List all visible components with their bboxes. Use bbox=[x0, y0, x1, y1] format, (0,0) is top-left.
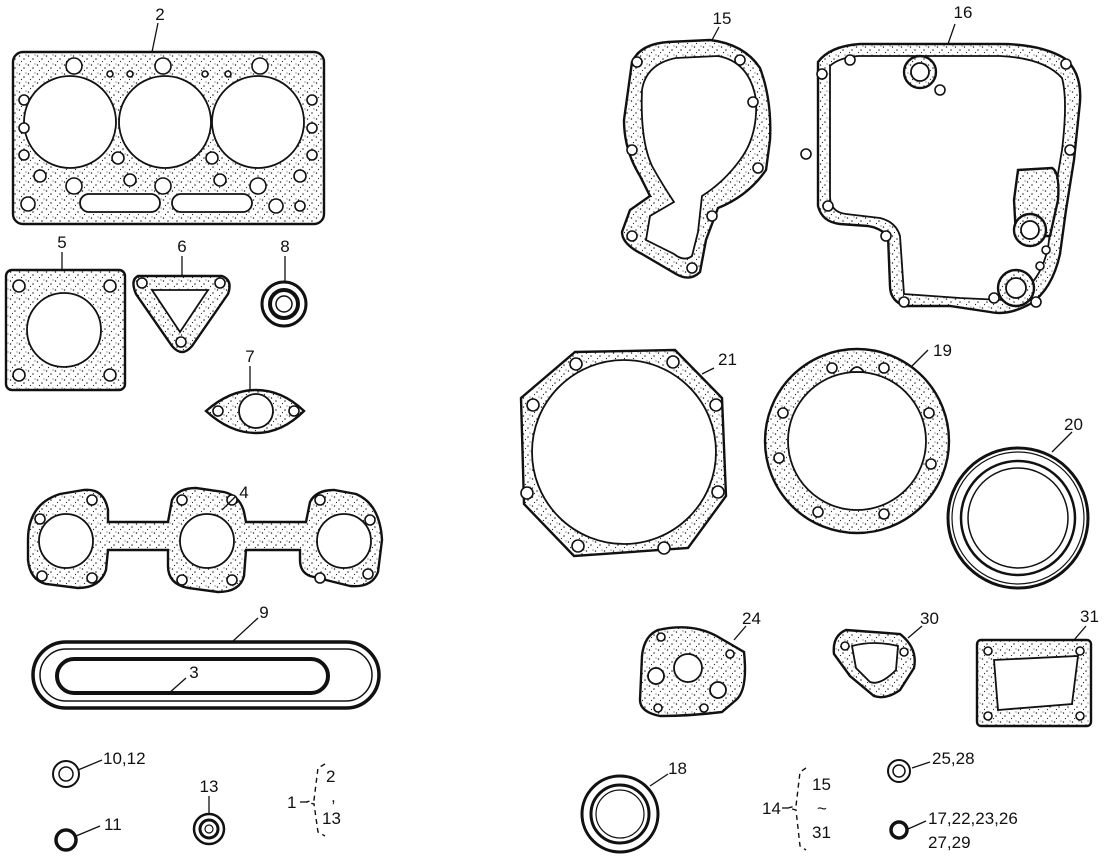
leader-lines bbox=[61, 22, 1087, 837]
label-7: 7 bbox=[245, 347, 254, 366]
label-30: 30 bbox=[920, 609, 939, 628]
set-1-bracket bbox=[300, 763, 326, 837]
label-24: 24 bbox=[742, 609, 761, 628]
set-1-range-start: 2 bbox=[326, 767, 335, 786]
oval-flange-gasket bbox=[204, 388, 306, 435]
set-1-range-end: 13 bbox=[322, 809, 341, 828]
set-1-range-sep: , bbox=[331, 787, 336, 806]
label-21: 21 bbox=[718, 350, 737, 369]
label-18: 18 bbox=[668, 759, 687, 778]
label-19: 19 bbox=[933, 341, 952, 360]
label-15: 15 bbox=[713, 9, 732, 28]
cylinder-head-gasket bbox=[11, 50, 326, 226]
label-13: 13 bbox=[200, 777, 219, 796]
triangular-gasket bbox=[132, 274, 231, 354]
rear-oil-seal bbox=[580, 774, 660, 854]
tappet-cover-gasket-outer bbox=[31, 640, 381, 710]
square-flange-gasket bbox=[4, 268, 127, 392]
gear-case-gasket bbox=[800, 42, 1082, 315]
set-14-range-end: 31 bbox=[812, 823, 831, 842]
label-5: 5 bbox=[57, 233, 66, 252]
oil-seal bbox=[260, 280, 308, 328]
label-4: 4 bbox=[239, 483, 248, 502]
label-20: 20 bbox=[1064, 415, 1083, 434]
water-pump-gasket bbox=[620, 38, 772, 279]
set-1-number: 1 bbox=[287, 793, 296, 812]
o-ring bbox=[889, 820, 909, 840]
label-2: 2 bbox=[155, 5, 164, 24]
label-8: 8 bbox=[280, 237, 289, 256]
set-14-range-start: 15 bbox=[812, 775, 831, 794]
small-o-ring bbox=[54, 828, 78, 852]
valve-stem-seal bbox=[192, 812, 226, 846]
oil-seal-case-gasket bbox=[763, 347, 951, 535]
label-27-29: 27,29 bbox=[928, 833, 971, 852]
set-14-bracket bbox=[782, 767, 807, 851]
label-25-28: 25,28 bbox=[932, 749, 975, 768]
label-10-12: 10,12 bbox=[103, 749, 146, 768]
fuel-pump-gasket bbox=[638, 626, 747, 718]
part-labels: 2 5 6 8 7 4 9 3 10,12 11 13 1 2 , 13 15 … bbox=[57, 3, 1099, 852]
sealing-washer bbox=[887, 759, 911, 783]
tappet-cover-gasket-inner bbox=[55, 657, 330, 695]
label-6: 6 bbox=[177, 237, 186, 256]
copper-washer bbox=[52, 760, 80, 788]
label-9: 9 bbox=[259, 603, 268, 622]
flywheel-housing-gasket bbox=[519, 348, 728, 558]
label-17-22-23-26: 17,22,23,26 bbox=[928, 809, 1018, 828]
label-3: 3 bbox=[189, 663, 198, 682]
set-14-range-sep: ~ bbox=[817, 799, 827, 818]
label-11: 11 bbox=[104, 815, 122, 834]
rectangular-cover-gasket bbox=[975, 638, 1093, 728]
set-14-number: 14 bbox=[762, 799, 781, 818]
label-16: 16 bbox=[954, 3, 973, 22]
shield-gasket bbox=[832, 628, 916, 699]
label-31: 31 bbox=[1080, 607, 1099, 626]
crankshaft-oil-seal bbox=[946, 446, 1090, 590]
manifold-gasket bbox=[26, 486, 384, 594]
